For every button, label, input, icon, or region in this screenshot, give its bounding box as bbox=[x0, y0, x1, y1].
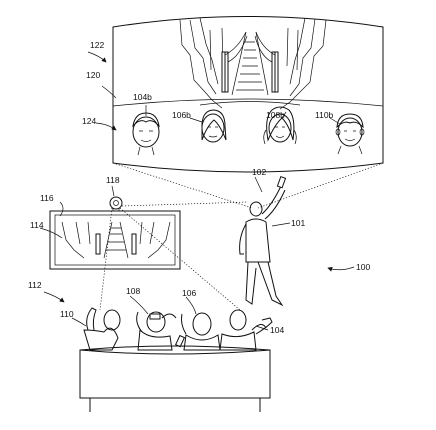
ref-116: 116 bbox=[40, 193, 54, 203]
user-101 bbox=[239, 175, 287, 307]
ref-120: 120 bbox=[86, 70, 100, 80]
ref-112: 112 bbox=[28, 280, 42, 290]
capture-lines bbox=[99, 201, 249, 311]
virtual-canyon-bridge-scene bbox=[179, 17, 327, 110]
ref-106b: 106b bbox=[172, 110, 191, 120]
ref-122: 122 bbox=[90, 40, 104, 50]
ref-110b: 110b bbox=[315, 110, 334, 120]
avatar-110b bbox=[335, 113, 365, 155]
projection-lines bbox=[112, 162, 384, 209]
avatar-108b bbox=[263, 106, 297, 145]
avatar-106b bbox=[201, 109, 227, 143]
avatar-row bbox=[132, 106, 365, 156]
ref-114: 114 bbox=[30, 220, 44, 230]
ref-118: 118 bbox=[106, 175, 120, 185]
ref-124: 124 bbox=[82, 116, 96, 126]
virtual-environment-panel bbox=[112, 16, 384, 173]
ref-100: 100 bbox=[356, 262, 370, 272]
ref-101: 101 bbox=[291, 218, 305, 228]
ref-106: 106 bbox=[182, 288, 196, 298]
ref-102: 102 bbox=[252, 167, 266, 177]
ref-108: 108 bbox=[126, 286, 140, 296]
viewer-group bbox=[83, 307, 273, 351]
couch bbox=[79, 345, 271, 412]
ref-110: 110 bbox=[60, 309, 74, 319]
ref-104b: 104b bbox=[133, 92, 152, 102]
reference-numerals: 122 120 124 104b 106b 108b 110b 102 101 … bbox=[28, 40, 370, 335]
ref-108b: 108b bbox=[266, 110, 285, 120]
avatar-104b bbox=[132, 112, 160, 156]
leader-lines bbox=[39, 51, 355, 331]
ref-104: 104 bbox=[270, 325, 284, 335]
display-device bbox=[49, 210, 181, 270]
capture-device bbox=[109, 196, 123, 211]
